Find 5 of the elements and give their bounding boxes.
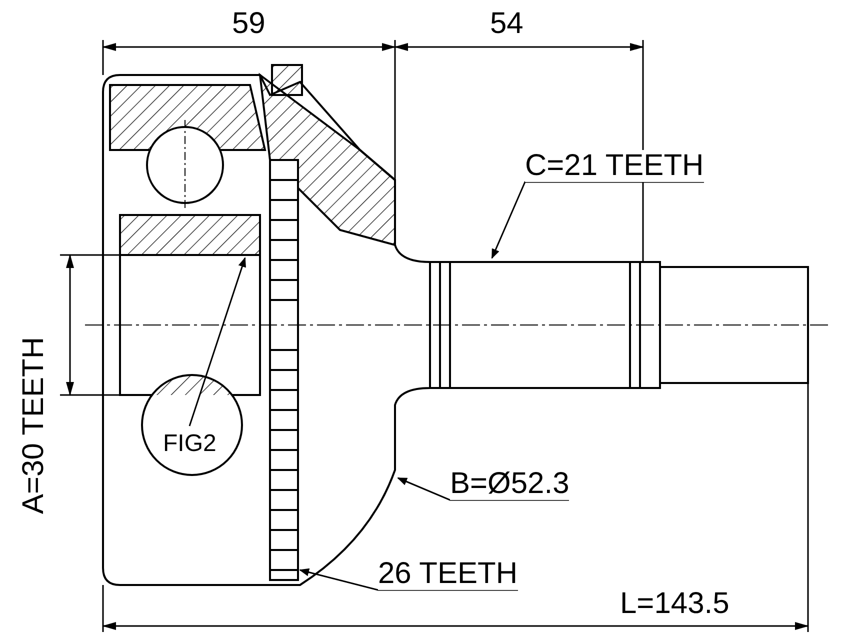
callout-label: C=21 TEETH xyxy=(525,150,704,182)
leader-line xyxy=(299,568,518,591)
leader-line xyxy=(188,257,246,426)
leader-line xyxy=(397,477,569,501)
leader-line xyxy=(491,181,704,259)
